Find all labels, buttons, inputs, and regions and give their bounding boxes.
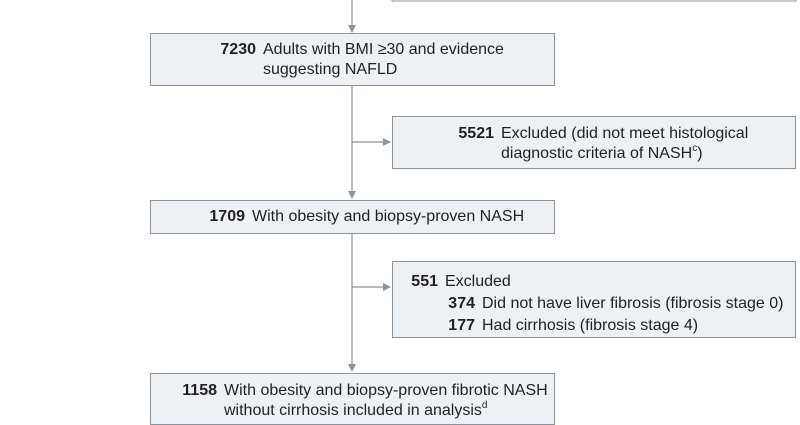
box-obesity-nash-text: With obesity and biopsy-proven NASH [252,208,525,225]
box-excluded-histology-text-2: diagnostic criteria of NASHc) [501,142,703,162]
footnote-c: c [692,142,698,154]
sub-item-text: Had cirrhosis (fibrosis stage 4) [482,317,699,334]
box-excluded-fibrosis-count: 551 [411,273,438,290]
box-obesity-nash-count: 1709 [209,208,245,225]
box-adults-bmi-text-2: suggesting NAFLD [263,61,398,78]
box-excluded-fibrosis: 551 Excluded 374 Did not have liver fibr… [392,261,796,338]
box-final-analysis: 1158 With obesity and biopsy-proven fibr… [150,373,555,425]
box-excluded-histology: 5521 Excluded (did not meet histological… [392,116,796,169]
top-box-edge [391,0,797,2]
box-final-analysis-text-1: With obesity and biopsy-proven fibrotic … [224,382,548,399]
box-final-analysis-text-2: without cirrhosis included in analysisd [224,399,488,419]
box-adults-bmi-count: 7230 [220,41,256,58]
box-adults-bmi-text-1: Adults with BMI ≥30 and evidence [263,41,504,58]
footnote-d: d [481,399,488,411]
sub-item-count: 374 [448,295,475,312]
box-excluded-histology-text-1: Excluded (did not meet histological [501,125,749,142]
box-adults-bmi: 7230 Adults with BMI ≥30 and evidence su… [150,33,555,86]
box-excluded-histology-count: 5521 [458,125,494,142]
box-obesity-nash: 1709 With obesity and biopsy-proven NASH [150,200,555,234]
box-excluded-fibrosis-text: Excluded [445,273,511,290]
box-final-analysis-count: 1158 [182,382,217,399]
sub-item-count: 177 [448,317,475,334]
sub-item-text: Did not have liver fibrosis (fibrosis st… [482,295,784,312]
